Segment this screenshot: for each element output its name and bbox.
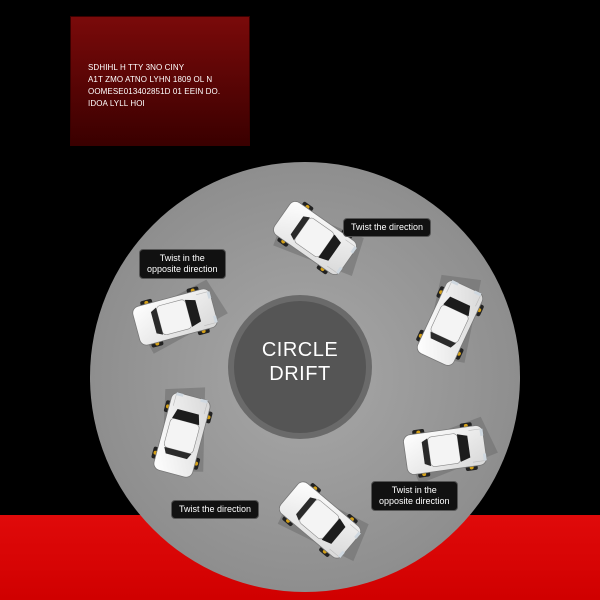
info-line-1: SDHIHL H TTY 3NO CINY xyxy=(88,63,185,72)
callout-bottom-left-text: Twist the direction xyxy=(179,504,252,514)
info-box xyxy=(70,16,250,146)
callout-bottom-left: Twist the direction xyxy=(171,500,260,519)
callout-top-right: Twist the direction xyxy=(343,218,432,237)
info-line-2: A1T ZMO ATNO LYHN 1809 OL N xyxy=(88,75,213,84)
callout-top-left: Twist in the opposite direction xyxy=(139,249,226,279)
callout-top-right-text: Twist the direction xyxy=(351,222,424,232)
info-text: SDHIHL H TTY 3NO CINY A1T ZMO ATNO LYHN … xyxy=(88,62,253,110)
center-title: CIRCLE DRIFT xyxy=(232,338,368,386)
info-line-3: OOMESE013402851D 01 EEIN DO. xyxy=(88,87,221,96)
callout-bottom-right-line1: Twist in the xyxy=(391,485,437,495)
callout-top-left-line1: Twist in the xyxy=(159,253,205,263)
center-disc-inner xyxy=(234,301,366,433)
callout-top-left-line2: opposite direction xyxy=(147,264,218,274)
callout-bottom-right-line2: opposite direction xyxy=(379,496,450,506)
callout-bottom-right: Twist in the opposite direction xyxy=(371,481,458,511)
info-line-4: IDOA LYLL HOI xyxy=(88,99,145,108)
center-title-line1: CIRCLE xyxy=(261,339,339,361)
center-title-line2: DRIFT xyxy=(269,363,331,385)
